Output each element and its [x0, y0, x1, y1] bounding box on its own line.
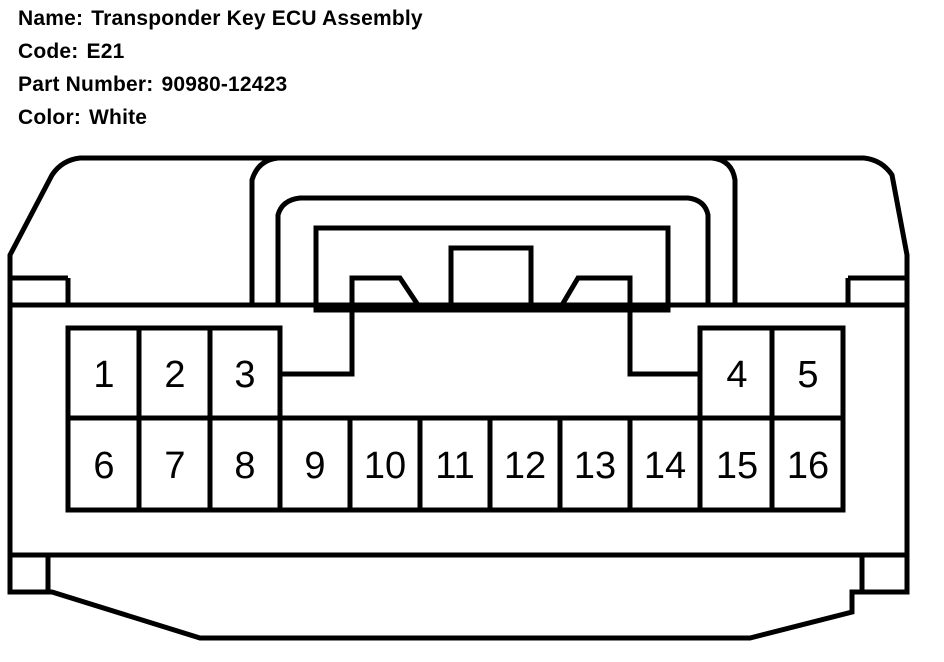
pin-number: 12 — [504, 445, 546, 487]
pin-number: 2 — [164, 354, 185, 396]
connector-info: Name: Transponder Key ECU Assembly Code: E… — [18, 4, 423, 136]
lock-frame — [313, 225, 671, 313]
color-label: Color: — [18, 106, 82, 129]
pin-number: 11 — [435, 445, 474, 487]
latch-tab — [448, 245, 534, 311]
code-label: Code: — [18, 40, 79, 63]
left-foot — [7, 552, 51, 595]
pin-number: 9 — [304, 445, 325, 487]
lock-housing-inner — [275, 195, 711, 305]
pin-number: 16 — [787, 445, 829, 487]
pin-grid-outline — [65, 325, 846, 513]
pin-number: 5 — [797, 354, 818, 396]
code-value: E21 — [86, 40, 125, 63]
pin-number: 7 — [164, 445, 185, 487]
right-foot — [859, 552, 910, 595]
code-row: Code: E21 — [18, 37, 423, 70]
pin-number: 6 — [93, 445, 114, 487]
name-row: Name: Transponder Key ECU Assembly — [18, 4, 423, 37]
pin-number: 15 — [716, 445, 758, 487]
latch-ramp-left — [349, 275, 451, 310]
part-number-row: Part Number: 90980-12423 — [18, 70, 423, 103]
latch-ramp-right — [531, 275, 633, 310]
pin-number: 1 — [93, 354, 114, 396]
housing-outline — [7, 155, 910, 641]
color-value: White — [89, 106, 148, 129]
part-number-label: Part Number: — [18, 73, 154, 96]
pin-number: 3 — [234, 354, 255, 396]
pin-number: 10 — [364, 445, 406, 487]
pin-number: 4 — [726, 354, 747, 396]
cavity-divider — [280, 310, 700, 377]
housing-body — [7, 302, 910, 558]
lock-housing — [249, 155, 738, 305]
pin-number: 14 — [644, 445, 686, 487]
name-label: Name: — [18, 7, 84, 30]
color-row: Color: White — [18, 103, 423, 136]
part-number-value: 90980-12423 — [161, 73, 288, 96]
pin-number: 13 — [574, 445, 616, 487]
name-value: Transponder Key ECU Assembly — [91, 7, 423, 30]
pin-number: 8 — [234, 445, 255, 487]
